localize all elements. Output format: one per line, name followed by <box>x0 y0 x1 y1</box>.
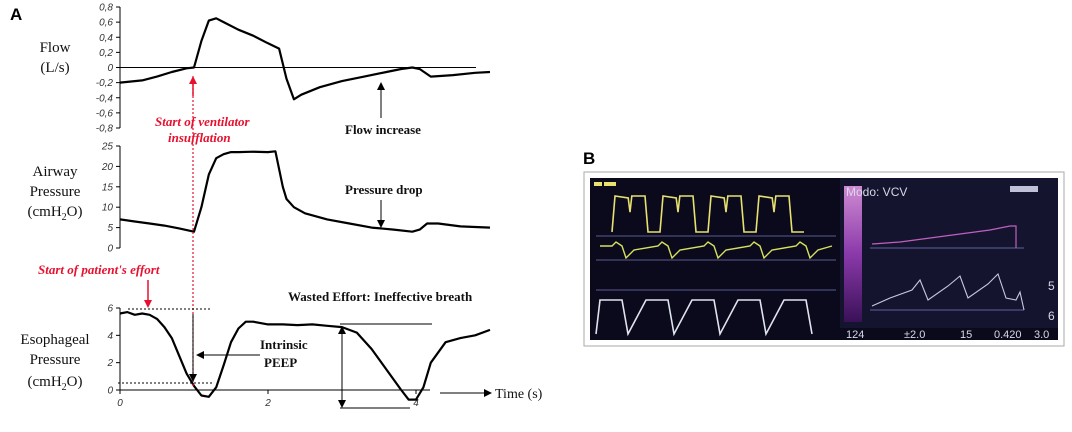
eso-ytick-label-0: 6 <box>107 304 113 315</box>
airway-ytick-label-5: 0 <box>107 244 113 255</box>
monitor-indicator <box>1010 186 1038 192</box>
ventilator-monitor-photo: Modo: VCV 124 ±2.0 15 0.420 3.0 5 6 <box>583 171 1065 347</box>
monitor-purple-bar <box>844 186 862 322</box>
panel-b-label: B <box>583 149 595 168</box>
eso-xtick-label-0: 0 <box>117 398 123 409</box>
flow-ytick-label-3: 0,2 <box>99 48 113 59</box>
flow-ytick-label-2: 0,4 <box>99 33 113 44</box>
eso-xtick-label-1: 2 <box>264 398 271 409</box>
flow-ytick-label-7: -0,6 <box>96 108 114 119</box>
eso-ytick-label-3: 0 <box>107 386 113 397</box>
flow-ytick-label-4: 0 <box>107 63 113 74</box>
intrinsic-peep-label-line1: Intrinsic <box>260 337 308 352</box>
monitor-pressure-waveform <box>611 195 804 233</box>
monitor-bottom-value-0: 124 <box>846 329 864 341</box>
esophageal-pressure-trace <box>119 311 491 401</box>
flow-ylabel-line1: Flow <box>40 40 71 56</box>
monitor-volume-waveform <box>595 299 813 337</box>
monitor-bottom-value-3: 0.420 <box>994 329 1022 341</box>
intrinsic-peep-label-line2: PEEP <box>264 355 297 370</box>
airway-ytick-label-3: 10 <box>102 203 114 214</box>
eso-ylabel-line1: Esophageal <box>20 332 89 348</box>
monitor-right-value-2: 6 <box>1048 309 1055 323</box>
eso-xtick-label-2: 4 <box>413 398 419 409</box>
flow-ytick-label-5: -0,2 <box>96 78 114 89</box>
insufflation-label-line1: Start of ventilator <box>155 114 251 129</box>
eso-ylabel-line3: (cmH2O) <box>28 374 83 393</box>
esophageal-axes: 6 4 2 00 2 4 <box>106 304 430 409</box>
monitor-yellow-tag <box>594 182 602 186</box>
panel-a-label: A <box>10 5 22 24</box>
airway-ylabel-line3: (cmH2O) <box>28 204 83 223</box>
flow-ytick-label-8: -0,8 <box>96 124 114 135</box>
eso-ylabel-line2: Pressure <box>30 352 81 368</box>
monitor-flow-waveform <box>600 241 833 260</box>
airway-ytick-label-2: 15 <box>102 182 114 193</box>
eso-ytick-label-2: 2 <box>106 358 113 369</box>
airway-ytick-label-4: 5 <box>107 223 113 234</box>
monitor-bottom-values: 124 ±2.0 15 0.420 3.0 <box>846 329 1049 341</box>
flow-ytick-label-0: 0,8 <box>99 3 113 14</box>
monitor-bottom-value-1: ±2.0 <box>904 329 925 341</box>
monitor-mode-text: Modo: VCV <box>846 185 907 199</box>
monitor-bottom-value-4: 3.0 <box>1034 329 1049 341</box>
wasted-effort-label: Wasted Effort: Ineffective breath <box>288 289 473 304</box>
patient-effort-label: Start of patient's effort <box>38 262 160 277</box>
airway-ylabel-line1: Airway <box>33 164 78 180</box>
monitor-right-pane <box>840 178 1058 328</box>
airway-pressure-trace <box>119 150 491 233</box>
flow-ytick-label-1: 0,6 <box>99 18 113 29</box>
pressure-drop-label: Pressure drop <box>345 182 423 197</box>
monitor-right-trace-2 <box>871 272 1025 311</box>
eso-ytick-label-1: 4 <box>107 331 113 342</box>
airway-axes: 25 20 15 10 5 0 <box>101 142 121 255</box>
time-axis-label: Time (s) <box>495 387 543 402</box>
insufflation-label-line2: insufflation <box>168 130 231 145</box>
monitor-right-trace-1 <box>871 225 1017 248</box>
airway-ylabel-line2: Pressure <box>30 184 81 200</box>
airway-ytick-label-0: 25 <box>101 142 114 153</box>
flow-trace <box>119 17 491 101</box>
airway-ytick-label-1: 20 <box>101 162 114 173</box>
flow-ytick-label-6: -0,4 <box>96 93 114 104</box>
monitor-yellow-tag-2 <box>604 182 616 186</box>
monitor-right-value-1: 5 <box>1048 279 1055 293</box>
flow-ylabel-line2: (L/s) <box>40 60 69 76</box>
flow-increase-label: Flow increase <box>345 122 421 137</box>
monitor-bottom-value-2: 15 <box>960 329 972 341</box>
